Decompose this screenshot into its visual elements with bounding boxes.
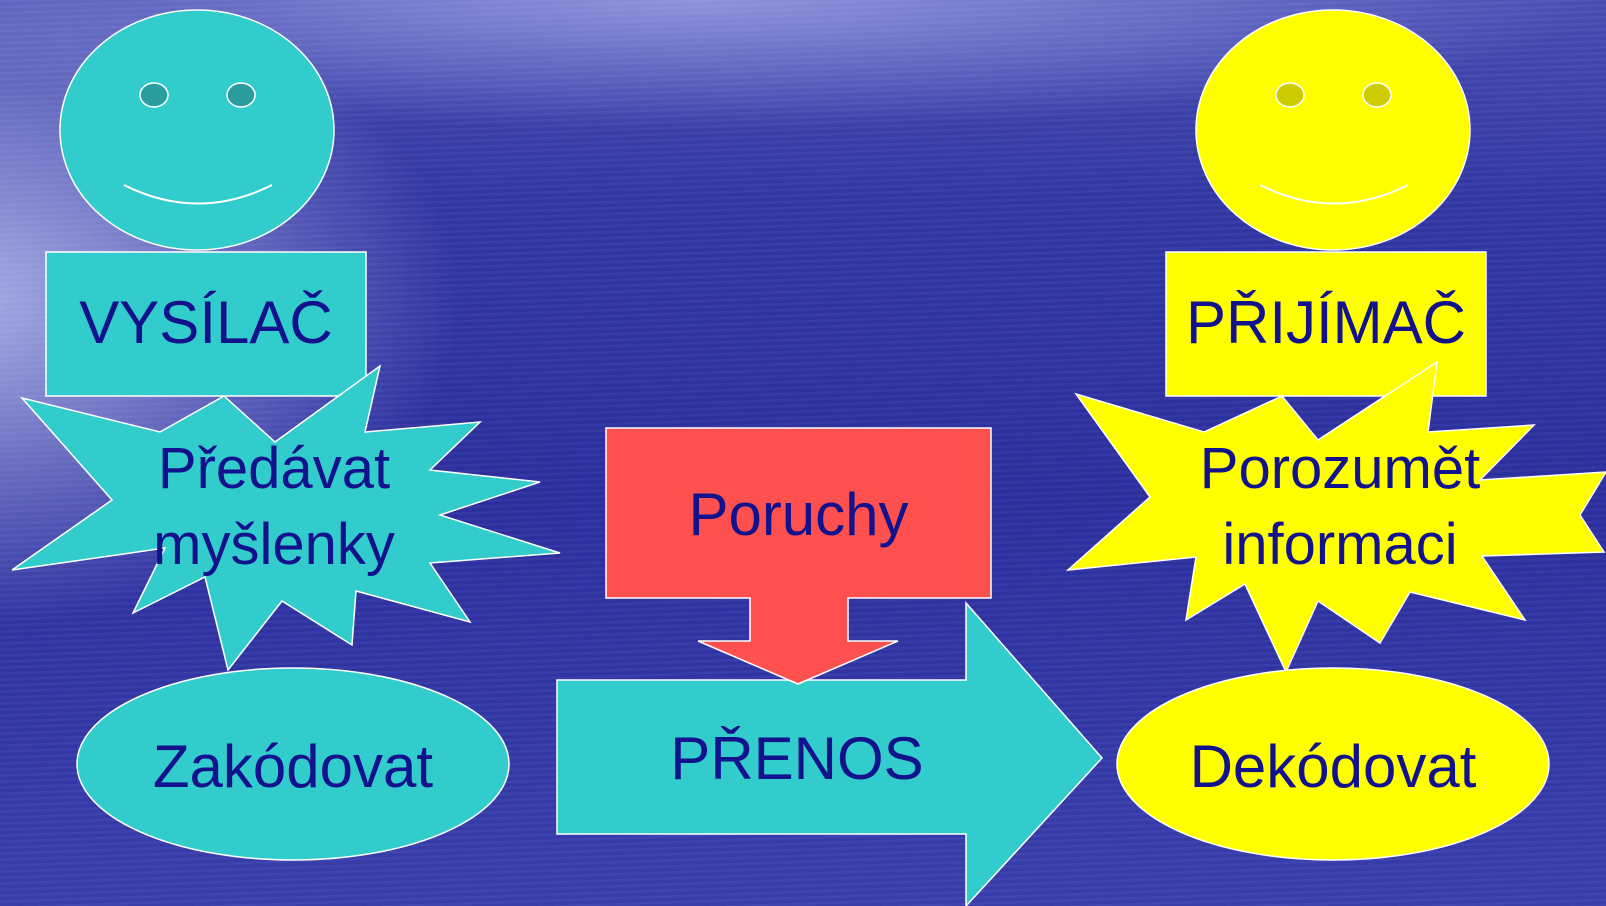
sender-action-label: Zakódovat [152, 733, 434, 800]
sender-starburst [11, 364, 561, 672]
receiver-action-ellipse [1116, 667, 1550, 861]
transfer-label: PŘENOS [670, 725, 924, 792]
receiver-thought-line2: informaci [1222, 512, 1458, 577]
receiver-title: PŘIJÍMAČ [1185, 289, 1467, 356]
sender-title: VYSÍLAČ [79, 289, 333, 356]
receiver-action-label: Dekódovat [1189, 733, 1477, 800]
sender-smiley-icon [59, 9, 335, 251]
receiver-thought-line1: Porozumět [1199, 436, 1481, 501]
sender-action-ellipse [76, 667, 510, 861]
receiver-smiley-icon [1195, 9, 1471, 251]
sender-title-box [45, 251, 367, 397]
receiver-starburst [1065, 360, 1606, 674]
sender-thought-line1: Předávat [157, 436, 391, 501]
sender-thought-line2: myšlenky [153, 512, 395, 577]
noise-label: Poruchy [688, 481, 909, 548]
noise-callout [605, 427, 992, 685]
transfer-arrow [556, 601, 1104, 906]
